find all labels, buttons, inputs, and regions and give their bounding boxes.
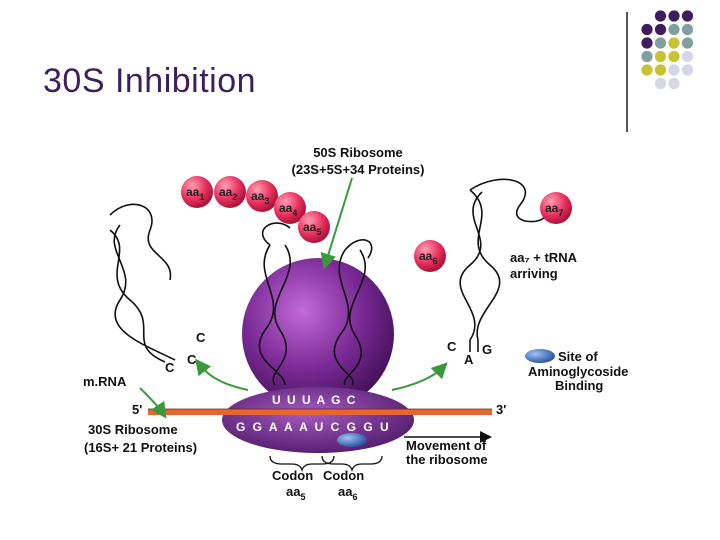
decorative-dot xyxy=(654,64,667,76)
decorative-dot xyxy=(641,23,653,36)
decorative-dot xyxy=(654,77,667,90)
mrna-strand xyxy=(148,409,492,415)
decorative-dot xyxy=(681,23,694,36)
right-trna-a: A xyxy=(464,352,474,367)
decorative-dot xyxy=(681,64,694,76)
trna-arriving-label: aa₇ + tRNA xyxy=(510,250,578,265)
entry-arrow-head xyxy=(391,362,448,391)
movement-label-2: the ribosome xyxy=(406,452,488,467)
30s-label: 30S Ribosome xyxy=(88,422,178,437)
amino-acid-label: aa4 xyxy=(279,201,297,218)
site-of-label: Site of xyxy=(558,349,598,364)
decorative-dot xyxy=(654,37,667,49)
decorative-dot xyxy=(654,23,667,36)
decorative-dot xyxy=(641,64,653,76)
amino-acid-bead: aa2 xyxy=(214,176,246,208)
movement-label: Movement of xyxy=(406,438,487,453)
codon-right-aa: aa6 xyxy=(338,484,357,502)
30s-ribosome-subunit xyxy=(222,387,414,453)
decorative-dot xyxy=(654,10,667,22)
decorative-dot xyxy=(681,10,694,22)
decorative-dot xyxy=(641,50,653,63)
three-prime-label: 3' xyxy=(496,402,506,417)
aminoglycoside-label: Aminoglycoside xyxy=(528,364,628,379)
decorative-dot xyxy=(668,37,680,49)
divider-line xyxy=(626,12,628,132)
amino-acid-chain: aa1 aa2 aa3 aa4 aa5 aa6 aa7 xyxy=(181,176,572,272)
amino-acid-bead: aa4 xyxy=(274,192,306,224)
mrna-pointer-arrow xyxy=(139,387,167,419)
green-arrows xyxy=(139,177,448,419)
mrna-label: m.RNA xyxy=(83,374,127,389)
amino-acid-label: aa2 xyxy=(219,185,237,202)
amino-acid-label: aa6 xyxy=(419,249,437,266)
aminoglycoside-binding-site xyxy=(337,433,367,447)
amino-acid-bead: aa6 xyxy=(414,240,446,272)
codon-right-label: Codon xyxy=(323,468,364,483)
amino-acid-bead: aa3 xyxy=(246,180,278,212)
30s-detail-label: (16S+ 21 Proteins) xyxy=(84,440,197,455)
codon-left-aa: aa5 xyxy=(286,484,305,502)
amino-acid-label: aa1 xyxy=(186,185,204,202)
amino-acid-bead: aa1 xyxy=(181,176,213,208)
trna-helices xyxy=(109,178,546,386)
decorative-dot xyxy=(668,23,680,36)
decorative-dot xyxy=(641,37,653,49)
decorative-dot xyxy=(654,50,667,63)
right-trna-c: C xyxy=(447,339,457,354)
left-trna-c1: C xyxy=(196,330,206,345)
50s-label: 50S Ribosome xyxy=(313,145,403,160)
decorative-dot xyxy=(668,50,680,63)
amino-acid-label: aa3 xyxy=(251,189,269,206)
codon-left-label: Codon xyxy=(272,468,313,483)
five-prime-label: 5' xyxy=(132,402,142,417)
amino-acid-label: aa5 xyxy=(303,220,321,237)
decorative-dot xyxy=(668,77,680,90)
decorative-dot-grid xyxy=(641,10,694,90)
left-trna-c2: C xyxy=(187,352,197,367)
decorative-dot xyxy=(668,64,680,76)
50s-pointer-arrow xyxy=(320,177,353,270)
mrna-sequence: G G A A A U C G G U xyxy=(236,420,391,434)
left-trna-c3: C xyxy=(165,360,175,375)
exit-arrow xyxy=(195,358,249,391)
aminoglycoside-legend-icon xyxy=(525,349,555,363)
binding-label: Binding xyxy=(555,378,603,393)
decorative-dot xyxy=(668,10,680,22)
trna-arriving-label-2: arriving xyxy=(510,266,558,281)
slide-title: 30S Inhibition xyxy=(43,62,257,100)
decorative-dot xyxy=(681,37,694,49)
amino-acid-bead: aa5 xyxy=(298,211,330,243)
codon-braces xyxy=(269,455,383,473)
anticodon-sequence: U U U A G C xyxy=(272,393,357,407)
decorative-dot xyxy=(681,50,694,63)
right-trna-g: G xyxy=(482,342,492,357)
amino-acid-label: aa7 xyxy=(545,201,563,218)
amino-acid-bead: aa7 xyxy=(540,192,572,224)
50s-detail-label: (23S+5S+34 Proteins) xyxy=(292,162,425,177)
